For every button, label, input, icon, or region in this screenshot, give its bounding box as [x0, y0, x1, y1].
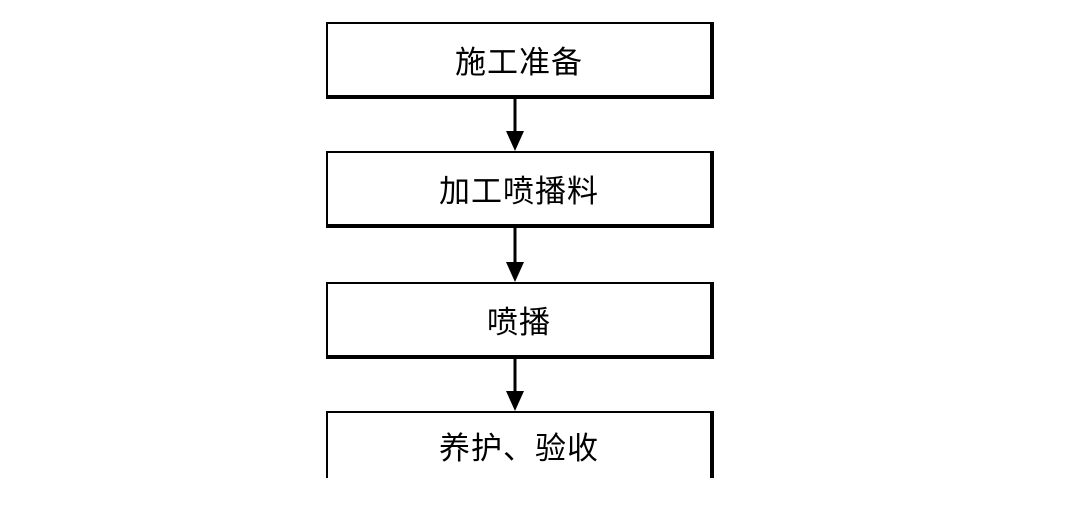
step-box-1: 施工准备 — [326, 22, 714, 99]
flow-arrow-1 — [503, 99, 527, 151]
step-box-4: 养护、验收 — [326, 411, 714, 478]
step-label-4: 养护、验收 — [439, 431, 599, 467]
arrow-down-icon — [506, 228, 524, 282]
step-label-1: 施工准备 — [455, 45, 583, 81]
step-box-3: 喷播 — [326, 282, 714, 359]
arrow-down-icon — [506, 359, 524, 411]
step-label-2: 加工喷播料 — [439, 174, 599, 210]
step-label-3: 喷播 — [487, 305, 551, 341]
step-box-2: 加工喷播料 — [326, 151, 714, 228]
flow-arrow-3 — [503, 359, 527, 411]
flow-arrow-2 — [503, 228, 527, 282]
arrow-down-icon — [506, 99, 524, 151]
